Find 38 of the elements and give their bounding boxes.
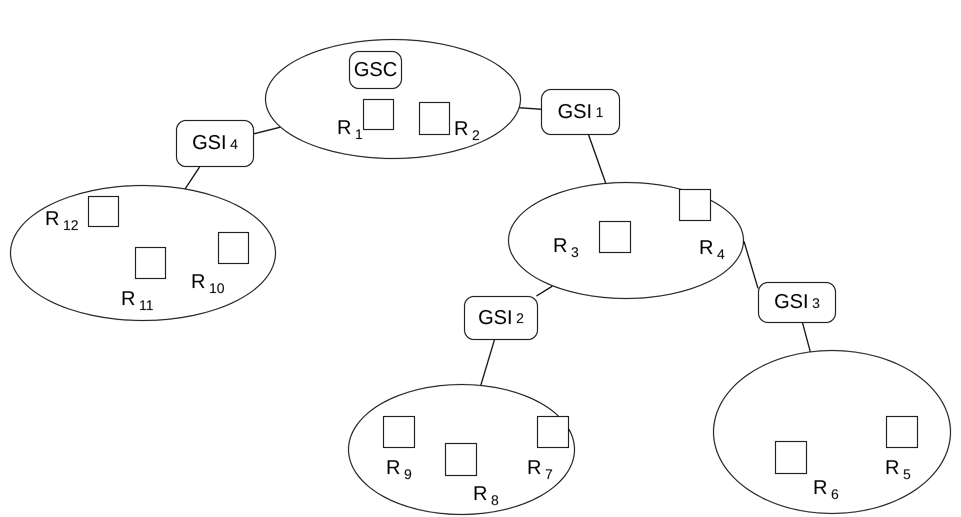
connector-line [536, 286, 553, 296]
resource-label: R$_{4}$ [699, 237, 725, 262]
resource-square [679, 189, 711, 221]
resource-label: R$_{2}$ [454, 118, 480, 143]
connector-line [802, 322, 811, 352]
connector-line [480, 340, 495, 386]
resource-label: R$_{11}$ [121, 288, 154, 313]
resource-label: R$_{5}$ [885, 457, 911, 482]
resource-square [383, 416, 415, 448]
resource-square [218, 232, 249, 264]
group-ellipse [713, 350, 951, 514]
resource-label: R$_{12}$ [45, 208, 79, 233]
resource-square [135, 247, 166, 279]
resource-square [599, 221, 631, 253]
connector-line [588, 134, 606, 184]
resource-label: R$_{3}$ [553, 235, 579, 260]
resource-label: R$_{10}$ [191, 271, 225, 296]
group-ellipse [10, 185, 276, 321]
resource-square [775, 441, 807, 474]
connector-line [184, 166, 200, 189]
resource-square [419, 102, 450, 135]
resource-square [537, 416, 569, 448]
resource-label: R$_{1}$ [337, 117, 363, 142]
resource-square [886, 416, 918, 448]
resource-square [88, 196, 119, 227]
resource-label: R$_{7}$ [527, 457, 553, 482]
group-ellipse [265, 39, 521, 159]
connector-line [743, 241, 759, 289]
resource-label: R$_{8}$ [473, 483, 499, 508]
resource-square [363, 99, 394, 130]
resource-label: R$_{6}$ [813, 477, 839, 502]
connector-line [520, 107, 542, 110]
connector-line [254, 126, 280, 134]
group-ellipse [508, 182, 744, 299]
group-ellipse [348, 384, 575, 515]
resource-square [445, 443, 477, 476]
rounded-label-box: GSC [349, 51, 402, 89]
resource-label: R$_{9}$ [386, 457, 412, 482]
